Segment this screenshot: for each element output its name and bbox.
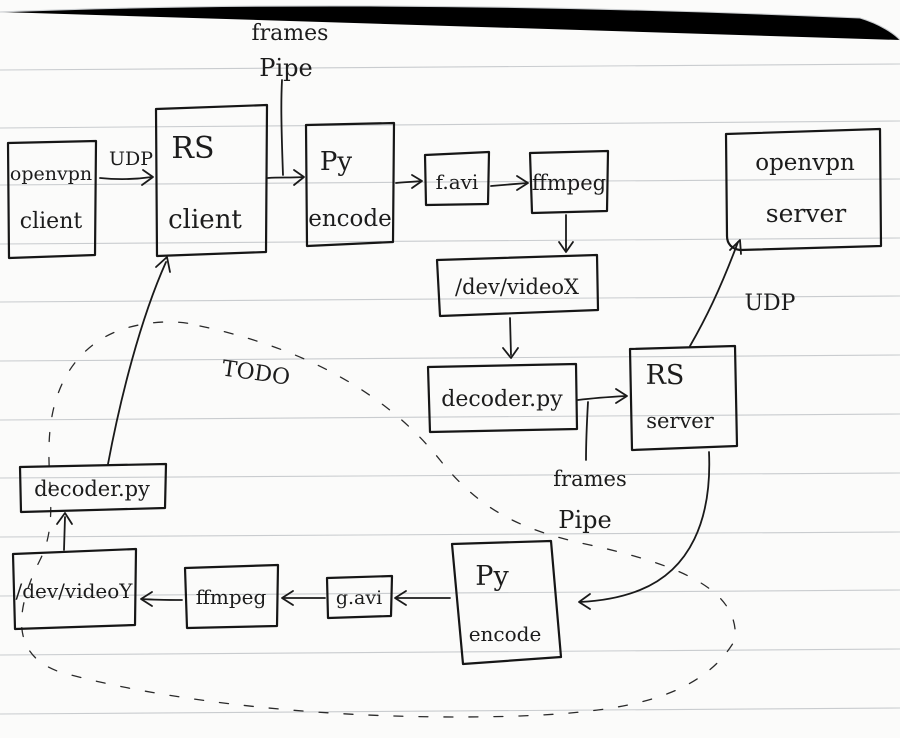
arrow-py-encode-to-f-avi [395, 180, 422, 184]
frames-pipe-bottom-pointer [585, 401, 589, 461]
node-rs-client: RS client [154, 103, 269, 258]
arrow-f-avi-to-ffmpeg [490, 182, 528, 187]
frames-pipe-top-line1: frames [252, 21, 329, 46]
decoder-py-left-label: decoder.py [34, 477, 150, 501]
node-openvpn-client: openvpn client [6, 139, 98, 260]
node-dev-videoy: /dev/videoY [11, 547, 138, 631]
node-ffmpeg-bottom: ffmpeg [183, 563, 280, 630]
arrowhead-icon [293, 169, 305, 186]
arrow-dev-videox-to-decoder-py [509, 317, 512, 356]
arrow-ffmpeg-to-dev-videoy [141, 598, 183, 601]
arrow-rs-server-to-openvpn-server [689, 241, 739, 347]
arrow-decoder-py-to-rs-server [577, 395, 627, 401]
arrowhead-icon [56, 512, 73, 525]
rs-client-line2: client [168, 205, 242, 235]
g-avi-label: g.avi [336, 587, 382, 609]
arrowhead-icon [729, 239, 742, 255]
arrow-openvpn-to-rs-client [99, 176, 153, 180]
py-encode-bottom-line2: encode [469, 622, 542, 646]
dev-videoy-label: /dev/videoY [16, 579, 134, 603]
f-avi-label: f.avi [436, 170, 479, 194]
frames-pipe-bottom-line2: Pipe [558, 506, 611, 534]
connectors [56, 79, 742, 610]
arrow-dev-videoy-to-decoder-py [63, 516, 66, 551]
arrowhead-icon [141, 169, 154, 186]
arrowhead-icon [615, 388, 628, 404]
openvpn-server-line1: openvpn [755, 150, 855, 176]
frames-pipe-top-line2: Pipe [259, 54, 312, 82]
arrow-rs-server-to-py-encode [579, 451, 711, 603]
arrowhead-icon [394, 590, 407, 606]
udp-left-label: UDP [109, 148, 153, 170]
node-py-encode-top: Py encode [304, 121, 396, 248]
decoder-py-right-label: decoder.py [441, 387, 563, 412]
arrow-rs-client-to-py-encode [267, 176, 304, 179]
node-openvpn-server: openvpn server [724, 127, 883, 252]
arrowhead-icon [578, 593, 591, 610]
node-decoder-py-right: decoder.py [426, 362, 579, 434]
arrowhead-icon [411, 174, 423, 189]
udp-right-label: UDP [745, 291, 796, 316]
todo-label: TODO [220, 356, 291, 390]
openvpn-client-line2: client [20, 209, 83, 234]
arrowhead-icon [502, 347, 519, 359]
node-py-encode-bottom: Py encode [450, 539, 563, 666]
ffmpeg-bottom-label: ffmpeg [196, 585, 267, 609]
node-dev-videox: /dev/videoX [435, 253, 600, 318]
notebook-rules [0, 5, 900, 715]
node-f-avi: f.avi [423, 150, 491, 207]
node-decoder-py-left: decoder.py [18, 462, 168, 514]
arrow-decoder-py-to-rs-client [107, 261, 167, 465]
rs-server-line1: RS [646, 360, 685, 391]
rs-client-line1: RS [171, 131, 214, 166]
ffmpeg-top-label: ffmpeg [532, 171, 606, 195]
node-rs-server: RS server [628, 344, 739, 452]
node-g-avi: g.avi [325, 574, 394, 620]
py-encode-top-line2: encode [308, 206, 392, 232]
frames-pipe-top-pointer [280, 79, 284, 176]
arrowhead-icon [155, 256, 171, 273]
arrowhead-icon [516, 175, 529, 191]
openvpn-server-line2: server [766, 199, 846, 228]
rs-server-line2: server [646, 409, 715, 433]
py-encode-top-line1: Py [320, 147, 352, 177]
arrowhead-icon [281, 590, 294, 606]
node-ffmpeg-top: ffmpeg [528, 149, 610, 215]
py-encode-bottom-line1: Py [475, 561, 509, 592]
dev-videox-label: /dev/videoX [455, 275, 579, 299]
arrowhead-icon [558, 241, 574, 253]
frames-pipe-bottom-line1: frames [553, 467, 626, 491]
arrowhead-icon [140, 591, 153, 607]
annotations: frames Pipe frames Pipe UDP UDP TODO [109, 21, 796, 534]
openvpn-client-line1: openvpn [10, 163, 92, 185]
todo-dashed-loop [20, 321, 736, 718]
